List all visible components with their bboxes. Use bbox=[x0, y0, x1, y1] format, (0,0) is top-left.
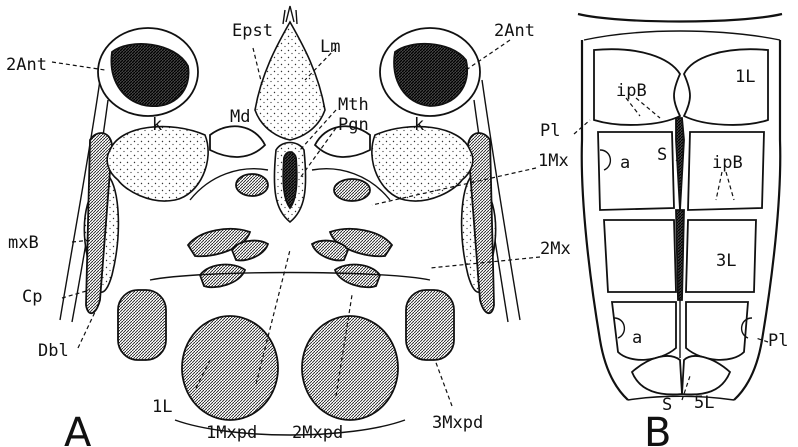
sternal-spine-1 bbox=[676, 118, 684, 210]
label-1mxpd: 1Mxpd bbox=[206, 423, 257, 443]
plate-3-left bbox=[604, 220, 676, 292]
right-k-lobe bbox=[372, 127, 473, 201]
plate-5-left bbox=[632, 356, 682, 394]
label-b-3l: 3L bbox=[716, 251, 736, 271]
label-lm: Lm bbox=[320, 37, 340, 57]
label-1mx: 1Mx bbox=[538, 151, 569, 171]
label-b-s-top: S bbox=[657, 145, 667, 165]
left-mandible bbox=[210, 126, 265, 157]
left-3mxpd bbox=[118, 290, 166, 360]
left-1mxpd bbox=[200, 265, 245, 288]
left-1l-coxa bbox=[182, 316, 278, 420]
panel-label-a: A bbox=[64, 410, 92, 447]
plate-4-left bbox=[612, 302, 676, 360]
left-1mx bbox=[236, 174, 268, 196]
label-dbl: Dbl bbox=[38, 341, 69, 361]
label-mxb: mxB bbox=[8, 233, 39, 253]
label-k-left: k bbox=[152, 115, 162, 135]
left-k-lobe bbox=[107, 127, 208, 201]
plate-5l-right bbox=[682, 356, 730, 394]
label-2mx: 2Mx bbox=[540, 239, 571, 259]
label-3mxpd: 3Mxpd bbox=[432, 413, 483, 433]
label-1l: 1L bbox=[152, 397, 172, 417]
label-pgn: Pgn bbox=[338, 115, 369, 135]
label-b-a-top: a bbox=[620, 153, 630, 173]
label-b-1l: 1L bbox=[735, 67, 755, 87]
label-b-pl-left: Pl bbox=[540, 121, 560, 141]
right-1mxpd bbox=[335, 265, 380, 288]
label-md: Md bbox=[230, 107, 250, 127]
label-b-a-bottom: a bbox=[632, 328, 642, 348]
panel-a-drawing bbox=[52, 6, 540, 435]
label-mth: Mth bbox=[338, 95, 369, 115]
plate-2-left bbox=[598, 132, 674, 210]
label-b-5l: 5L bbox=[694, 393, 714, 413]
label-b-ipb-mid: ipB bbox=[712, 153, 743, 173]
right-3mxpd bbox=[406, 290, 454, 360]
right-1mx bbox=[334, 179, 370, 201]
plate-4-right bbox=[686, 302, 748, 360]
panel-label-b: B bbox=[644, 410, 671, 447]
label-b-pl-right: Pl bbox=[768, 331, 788, 351]
label-cp: Cp bbox=[22, 287, 42, 307]
label-b-ipb-top: ipB bbox=[616, 81, 647, 101]
label-2ant-left: 2Ant bbox=[6, 55, 47, 75]
right-1l-coxa bbox=[302, 316, 398, 420]
label-k-right: k bbox=[414, 115, 424, 135]
mouth-opening bbox=[283, 152, 297, 208]
label-2mxpd: 2Mxpd bbox=[292, 423, 343, 443]
label-epst: Epst bbox=[232, 21, 273, 41]
sternal-spine-2 bbox=[676, 210, 684, 300]
plate-1l-right bbox=[684, 49, 768, 125]
label-2ant-right: 2Ant bbox=[494, 21, 535, 41]
